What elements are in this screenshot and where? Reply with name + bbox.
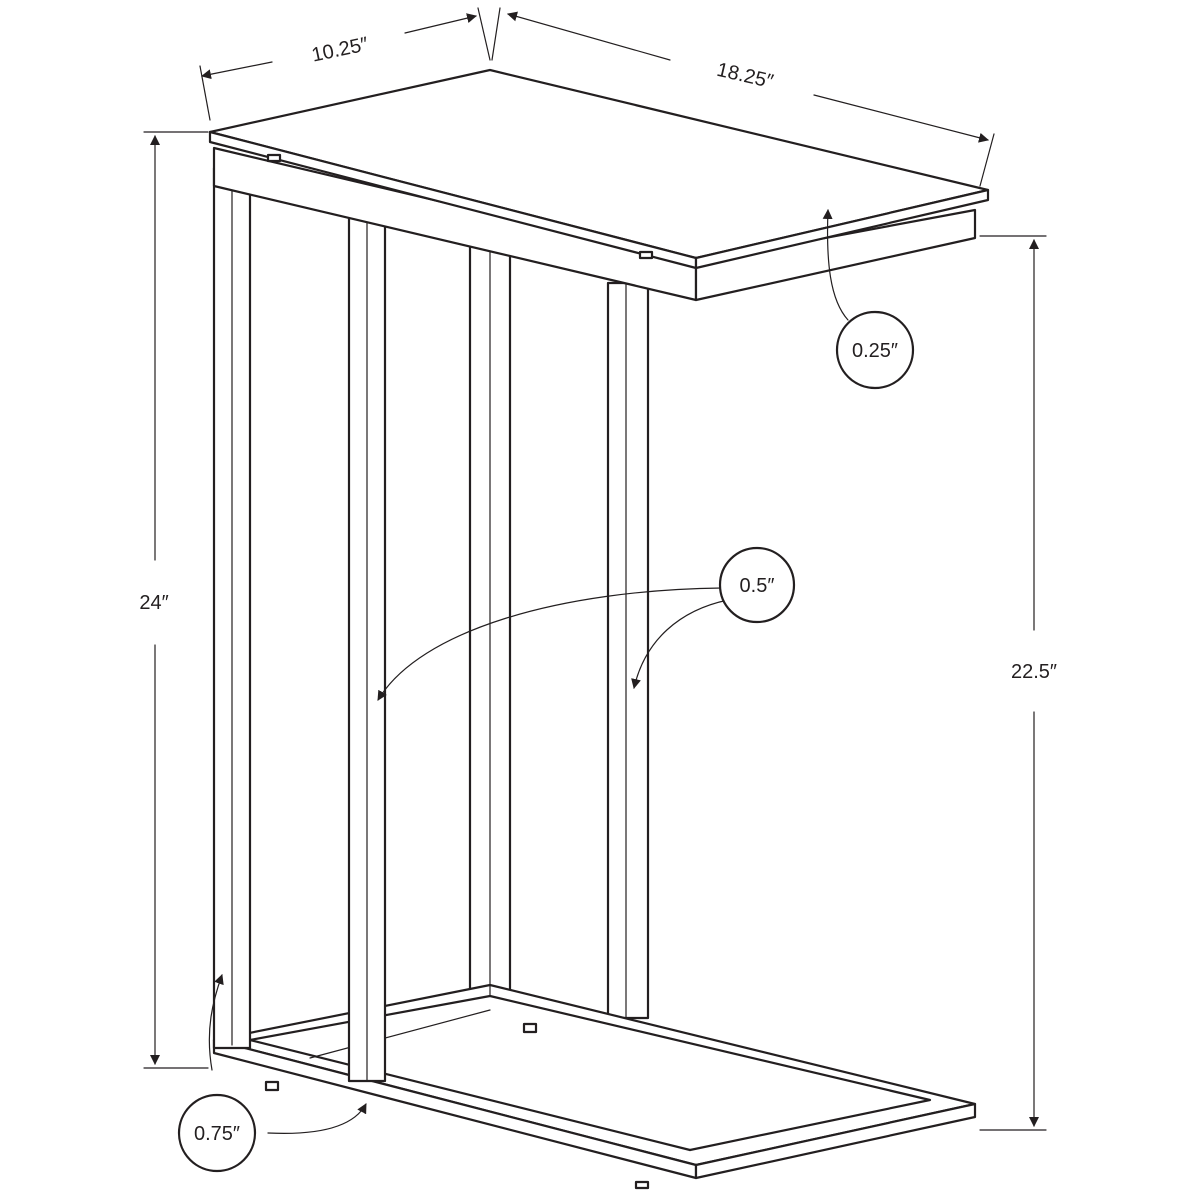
callout-upright-thickness <box>718 546 796 624</box>
upright-thickness-label: 0.5″ <box>740 575 775 597</box>
base-thickness-label: 0.75″ <box>194 1123 240 1145</box>
back-left-upright <box>468 243 512 992</box>
width-label: 10.25″ <box>310 33 370 66</box>
table-top <box>208 68 990 270</box>
length-label: 18.25″ <box>715 59 776 93</box>
front-left-upright <box>212 166 252 1050</box>
total-height-label: 24″ <box>139 592 168 614</box>
dimension-lines <box>143 7 1047 1134</box>
callout-base-thickness <box>177 1093 257 1173</box>
under-top-height-label: 22.5″ <box>1011 661 1057 683</box>
front-middle-upright <box>347 211 387 1083</box>
table-drawing <box>208 68 990 1190</box>
base-frame <box>212 983 977 1180</box>
base-feet <box>264 1022 650 1190</box>
top-thickness-label: 0.25″ <box>852 340 898 362</box>
callout-top-thickness <box>835 310 915 390</box>
back-right-upright <box>606 281 650 1020</box>
